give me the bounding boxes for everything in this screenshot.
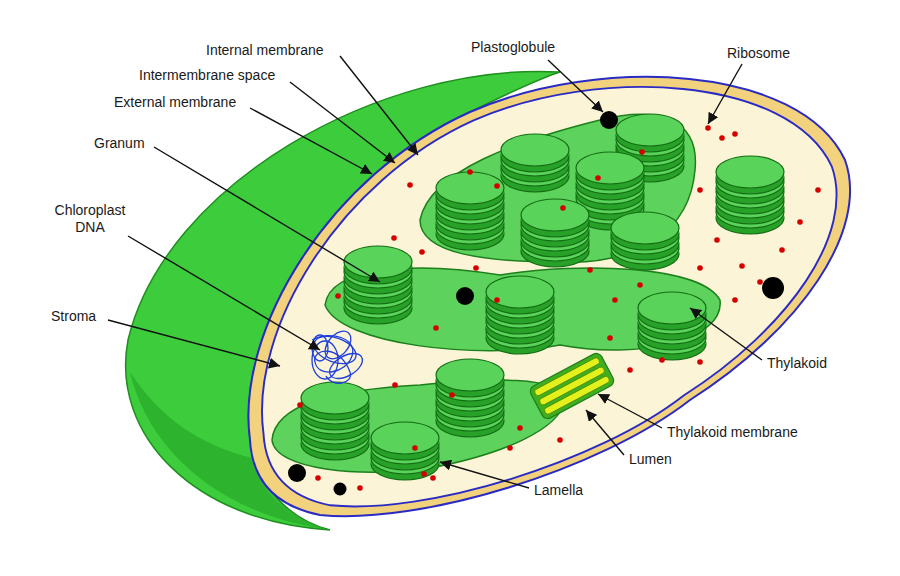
envelope xyxy=(248,77,850,516)
part-label: External membrane xyxy=(113,94,237,111)
leader-lines xyxy=(108,56,762,488)
part-label: Granum xyxy=(93,135,146,152)
part-label: Stroma xyxy=(50,308,97,325)
part-label: Lamella xyxy=(533,482,584,499)
part-label: Lumen xyxy=(628,451,673,468)
part-label: Internal membrane xyxy=(205,42,325,59)
part-label: Ribosome xyxy=(726,45,791,62)
part-label: Thylakoid xyxy=(766,355,828,372)
part-label: Thylakoid membrane xyxy=(666,424,799,441)
part-label: Plastoglobule xyxy=(470,39,556,56)
chloroplast-dna xyxy=(310,326,366,383)
ribosomes xyxy=(297,125,821,491)
part-label: Chloroplast DNA xyxy=(46,202,134,236)
part-label: Intermembrane space xyxy=(138,67,276,84)
